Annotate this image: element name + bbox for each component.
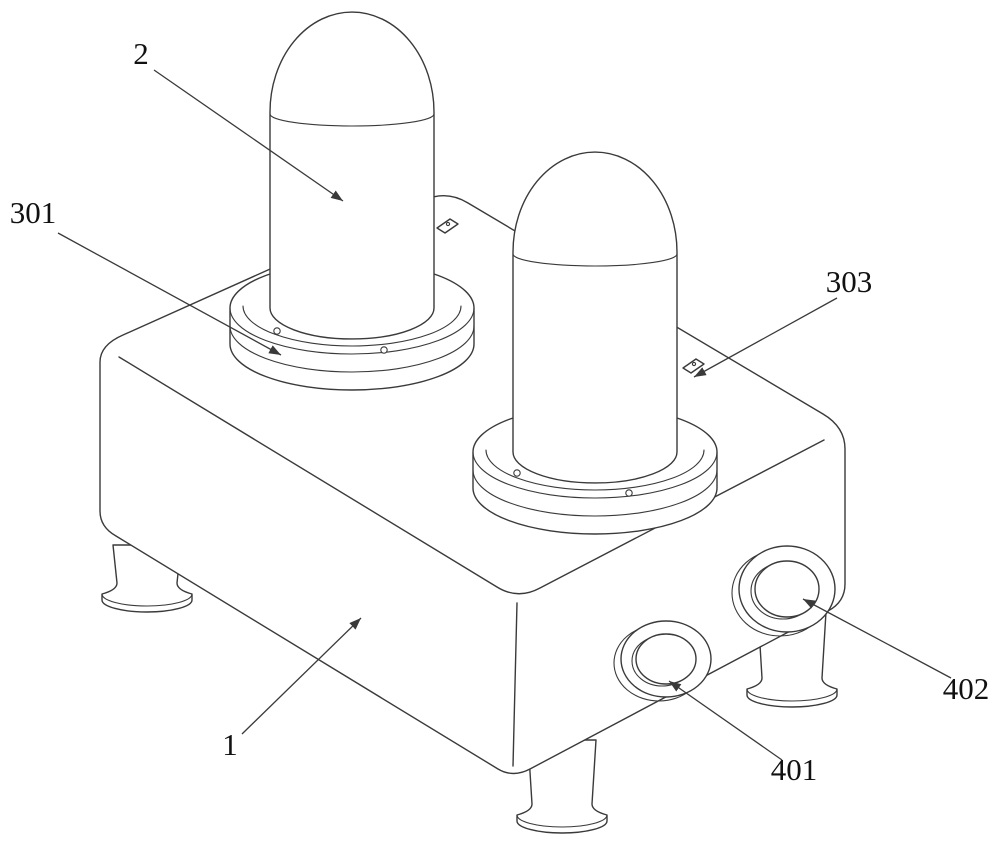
right-cylinder-dome-seam — [512, 253, 678, 267]
leader-line-401 — [668, 680, 783, 761]
base-box-front-vertical-edge — [512, 602, 518, 767]
label-part-303: 303 — [826, 264, 873, 299]
leader-line-2 — [153, 69, 344, 202]
left-flange-mid-ring — [229, 325, 475, 373]
left-flange-top-rim — [229, 307, 475, 355]
left-flange-clip — [436, 218, 459, 234]
right-flange-top-rim — [472, 451, 718, 499]
leader-line-402 — [802, 598, 952, 679]
foot-left-rim — [101, 593, 193, 607]
left-cylinder-body — [269, 11, 435, 340]
right-flange-screw-2 — [625, 489, 633, 497]
right-cylinder — [512, 151, 678, 484]
left-cylinder-dome-seam — [269, 113, 435, 127]
label-part-402: 402 — [943, 671, 990, 706]
right-flange-mid-ring — [472, 469, 718, 517]
leader-line-301 — [57, 232, 282, 356]
right-flange-screw-1 — [513, 469, 521, 477]
leaders — [57, 69, 952, 761]
left-flange-screw-1 — [273, 327, 281, 335]
leader-line-1 — [241, 617, 362, 735]
label-part-301: 301 — [10, 195, 57, 230]
left-clip-dot — [445, 221, 451, 227]
left-cylinder — [269, 11, 435, 340]
label-part-401: 401 — [771, 752, 818, 787]
port-401-hole — [635, 633, 697, 685]
foot-right-rim — [746, 688, 838, 702]
right-flange-groove — [485, 449, 705, 491]
right-cylinder-body — [512, 151, 678, 484]
right-clip-dot — [691, 361, 697, 367]
part-labels: 2 301 303 1 401 402 — [10, 36, 990, 787]
foot-front-rim — [516, 814, 608, 828]
port-402-hole — [754, 560, 820, 618]
left-flange-screw-2 — [380, 346, 388, 354]
label-part-1: 1 — [222, 727, 238, 762]
base-box-top-front-edges — [118, 356, 825, 595]
right-flange-clip — [682, 358, 705, 374]
leader-line-303 — [693, 297, 838, 378]
left-flange-groove — [242, 305, 462, 347]
label-part-2: 2 — [133, 36, 149, 71]
port-401 — [613, 620, 712, 702]
